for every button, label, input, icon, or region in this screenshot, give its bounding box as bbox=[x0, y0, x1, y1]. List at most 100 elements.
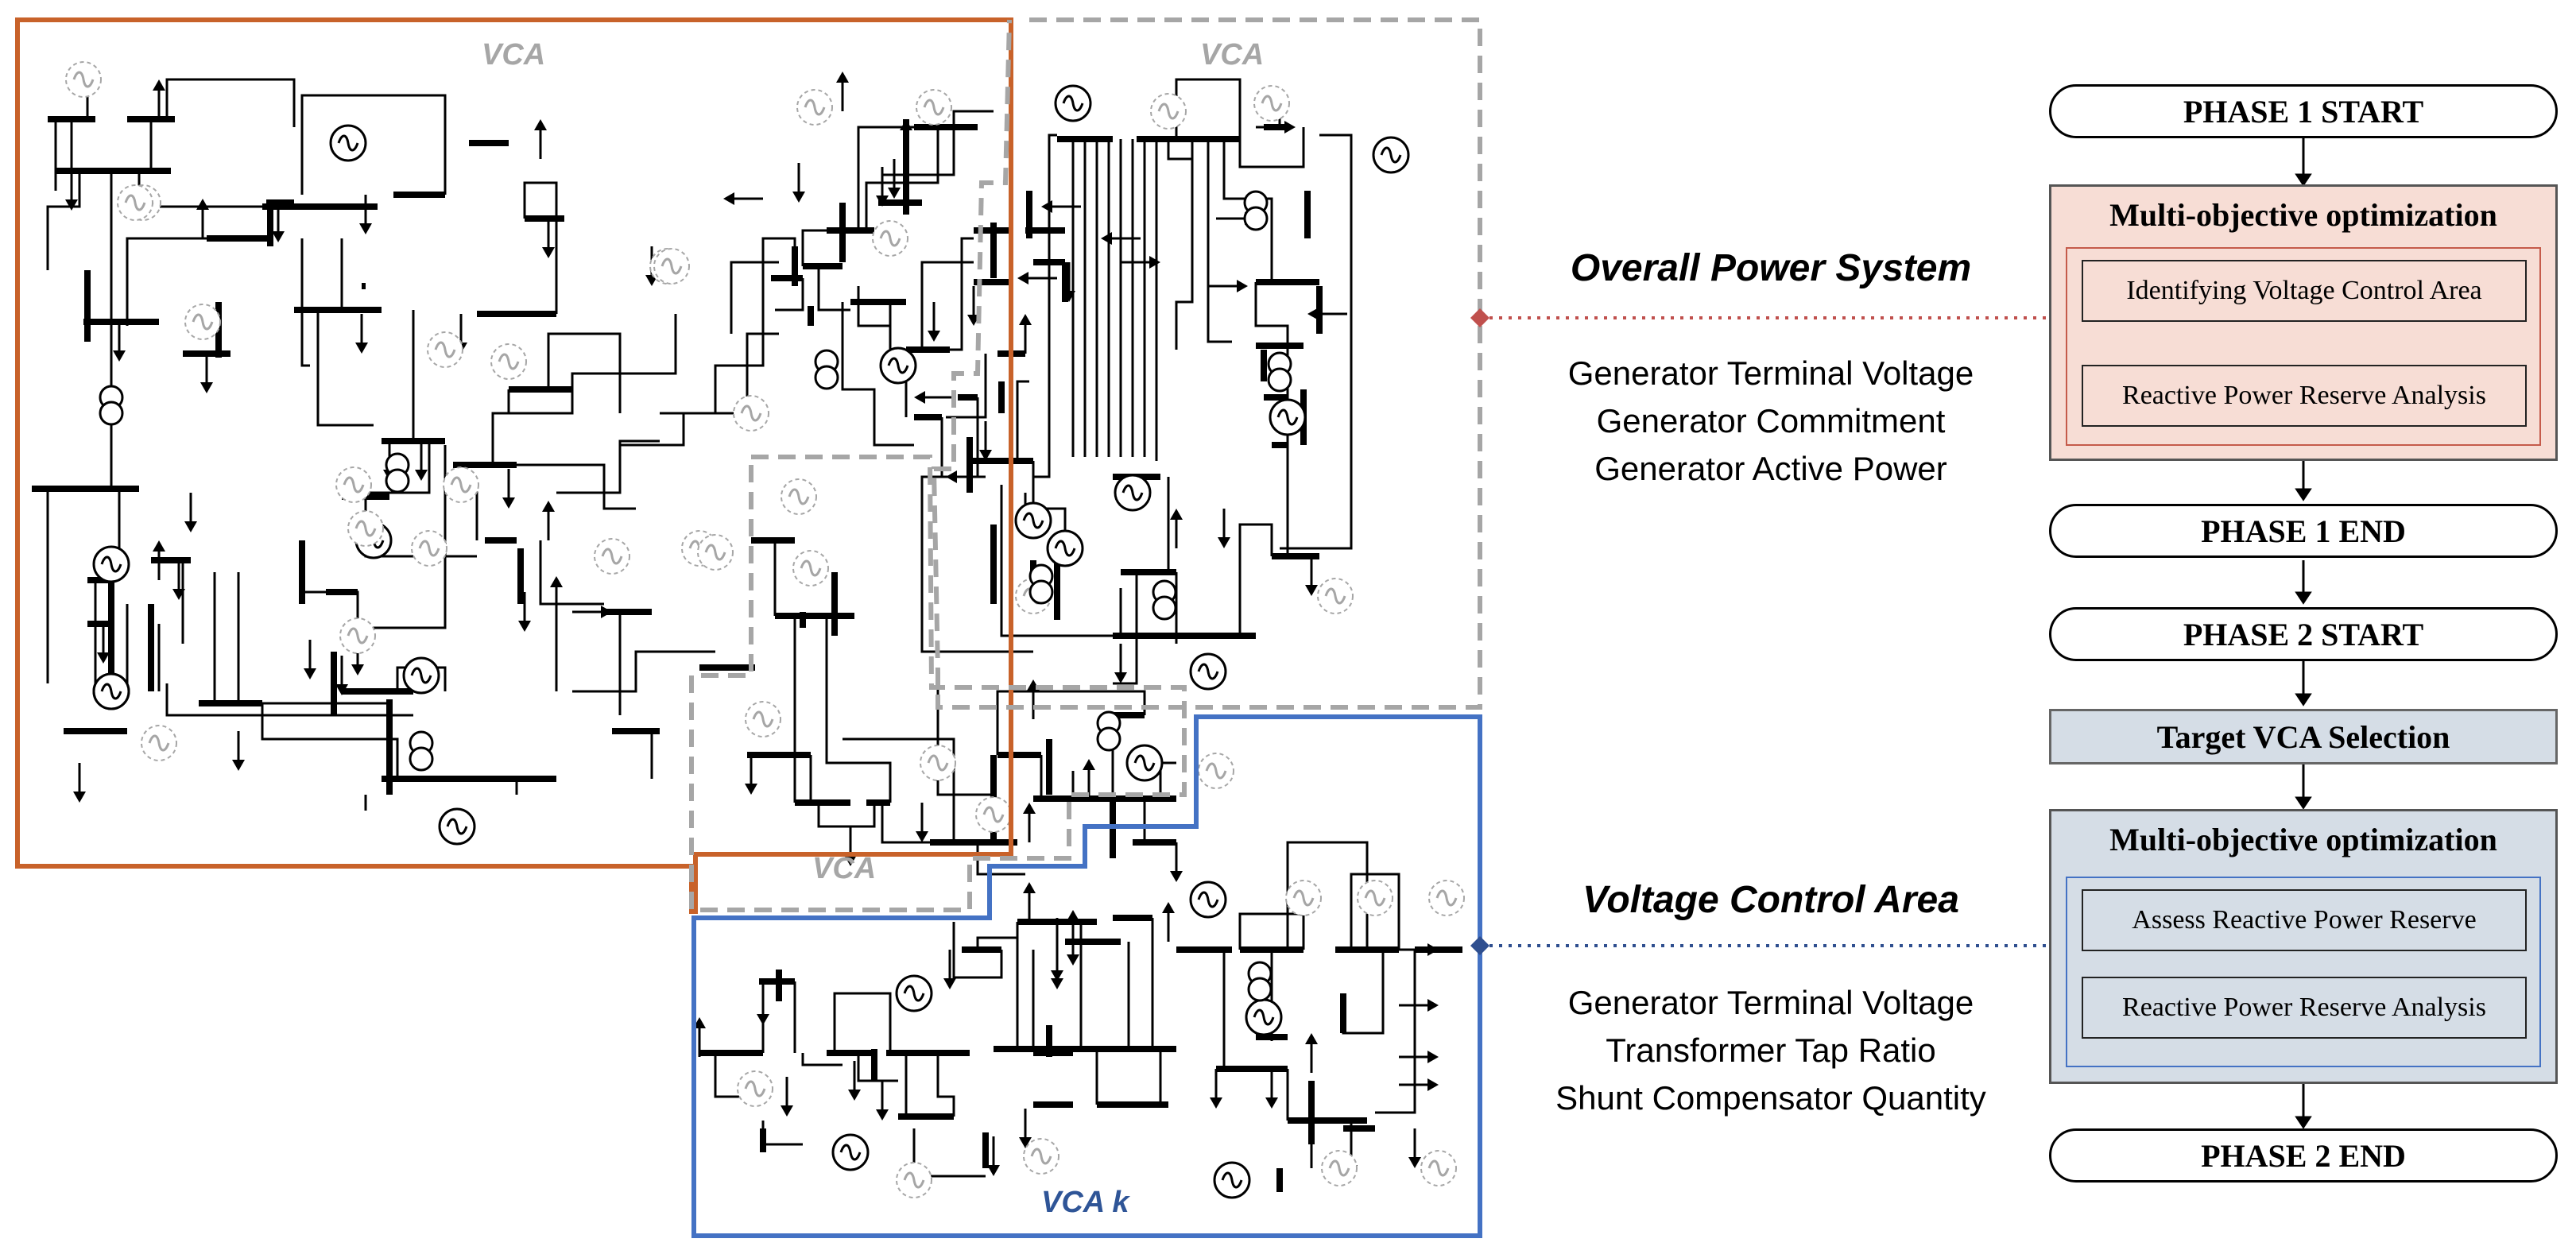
phase1-inner-frame: Identifying Voltage Control Area Reactiv… bbox=[2066, 247, 2541, 446]
phase1-end: PHASE 1 END bbox=[2049, 504, 2558, 558]
load-arrow bbox=[502, 469, 515, 509]
transmission-line bbox=[775, 278, 804, 312]
phase2-start: PHASE 2 START bbox=[2049, 607, 2558, 661]
transmission-line bbox=[857, 286, 890, 327]
generator-icon-inactive bbox=[1317, 578, 1354, 614]
vca-variables: Generator Terminal Voltage Transformer T… bbox=[1517, 979, 2025, 1122]
vca-title: Voltage Control Area bbox=[1582, 879, 1959, 921]
overall-system-variables: Generator Terminal Voltage Generator Com… bbox=[1517, 350, 2025, 493]
generator-icon-inactive bbox=[781, 478, 817, 515]
generator-icon bbox=[1372, 136, 1410, 174]
transformer-icon bbox=[1267, 351, 1292, 393]
identify-vca-step: Identifying Voltage Control Area bbox=[2082, 260, 2527, 322]
vca-label-top-right: VCA bbox=[1200, 38, 1265, 72]
target-vca-selection: Target VCA Selection bbox=[2049, 709, 2558, 764]
load-arrow bbox=[97, 624, 110, 664]
generator-icon-inactive bbox=[737, 1070, 773, 1107]
load-arrow bbox=[1307, 308, 1347, 320]
transmission-line bbox=[1167, 139, 1192, 161]
load-arrow bbox=[1399, 1078, 1439, 1091]
transmission-line bbox=[801, 229, 827, 266]
load-arrow bbox=[200, 354, 213, 393]
phase2-box-title: Multi-objective optimization bbox=[2109, 822, 2497, 857]
connector-overall-diamond bbox=[1470, 308, 1489, 327]
transmission-line bbox=[572, 650, 715, 693]
generator-icon bbox=[1014, 501, 1052, 540]
load-arrow bbox=[916, 803, 928, 842]
generator-icon bbox=[1189, 652, 1227, 691]
transformer-icon bbox=[1152, 579, 1177, 621]
vca-boundary-top-right bbox=[931, 17, 1482, 710]
transmission-line bbox=[920, 461, 1033, 653]
load-arrow bbox=[153, 79, 165, 119]
load-arrow bbox=[184, 493, 197, 532]
generator-icon bbox=[1189, 881, 1227, 919]
load-arrow bbox=[723, 192, 763, 205]
load-arrow bbox=[518, 592, 531, 632]
generator-icon bbox=[1054, 84, 1092, 122]
load-arrow bbox=[900, 119, 912, 159]
generator-icon-inactive bbox=[916, 89, 952, 126]
generator-icon-inactive bbox=[339, 617, 376, 654]
transformer-icon bbox=[409, 730, 434, 772]
generator-icon-inactive bbox=[796, 89, 833, 126]
generator-icon bbox=[831, 1133, 870, 1171]
load-arrow bbox=[1305, 1033, 1318, 1073]
transmission-line bbox=[950, 237, 974, 351]
transmission-line bbox=[491, 314, 677, 465]
transmission-line bbox=[1175, 78, 1242, 139]
generator-icon-inactive bbox=[1420, 1150, 1457, 1186]
transmission-line bbox=[730, 261, 779, 334]
overall-variable-2: Generator Commitment bbox=[1596, 402, 1946, 439]
load-arrow bbox=[1210, 1069, 1222, 1109]
generator-icon-inactive bbox=[427, 331, 463, 368]
transformer-icon bbox=[1096, 710, 1121, 752]
load-arrow bbox=[745, 755, 757, 795]
vca-label-left: VCA bbox=[482, 38, 546, 72]
overall-variable-1: Generator Terminal Voltage bbox=[1567, 354, 1974, 392]
transmission-line bbox=[620, 237, 796, 447]
transmission-line bbox=[936, 683, 994, 796]
load-arrow bbox=[888, 159, 901, 199]
vca-variable-2: Transformer Tap Ratio bbox=[1606, 1032, 1936, 1069]
load-arrow bbox=[65, 171, 78, 211]
vca-variable-1: Generator Terminal Voltage bbox=[1567, 984, 1974, 1021]
transmission-line bbox=[976, 936, 1017, 950]
assess-rpr-step: Assess Reactive Power Reserve bbox=[2082, 889, 2527, 951]
generator-icon-inactive bbox=[1321, 1150, 1358, 1186]
generator-icon-inactive bbox=[745, 701, 781, 737]
transmission-line bbox=[1175, 139, 1194, 350]
phase2-optimization-box: Multi-objective optimization Assess Reac… bbox=[2049, 809, 2558, 1084]
transmission-line bbox=[165, 78, 296, 127]
transmission-line bbox=[1000, 485, 1113, 637]
load-arrow bbox=[1019, 314, 1032, 354]
generator-icon-inactive bbox=[896, 1162, 932, 1198]
load-arrow bbox=[1162, 902, 1175, 942]
phase2-inner-frame: Assess Reactive Power Reserve Reactive P… bbox=[2066, 877, 2541, 1067]
load-arrow bbox=[1023, 882, 1036, 922]
load-arrow bbox=[987, 1136, 1000, 1176]
vca-label-center: VCA bbox=[812, 852, 877, 885]
load-arrow bbox=[1399, 1051, 1439, 1063]
transmission-line bbox=[1207, 139, 1232, 343]
generator-icon-inactive bbox=[1357, 880, 1393, 916]
load-arrow bbox=[304, 640, 316, 679]
transmission-line bbox=[843, 737, 955, 842]
load-arrow bbox=[1101, 232, 1141, 245]
transmission-line bbox=[833, 992, 892, 1053]
generator-icon bbox=[1046, 529, 1084, 567]
load-arrow bbox=[1041, 200, 1081, 213]
load-arrow bbox=[1265, 1069, 1278, 1109]
generator-icon bbox=[1213, 1161, 1251, 1199]
transmission-line bbox=[517, 463, 636, 510]
vca-variable-3: Shunt Compensator Quantity bbox=[1555, 1079, 1986, 1117]
load-arrow bbox=[1305, 556, 1318, 596]
transmission-line bbox=[1016, 380, 1029, 461]
load-arrow bbox=[943, 950, 956, 989]
load-arrow bbox=[979, 421, 992, 461]
generator-icon bbox=[92, 545, 130, 583]
load-arrow bbox=[550, 576, 563, 616]
load-arrow bbox=[946, 470, 986, 483]
load-arrow bbox=[153, 540, 165, 580]
